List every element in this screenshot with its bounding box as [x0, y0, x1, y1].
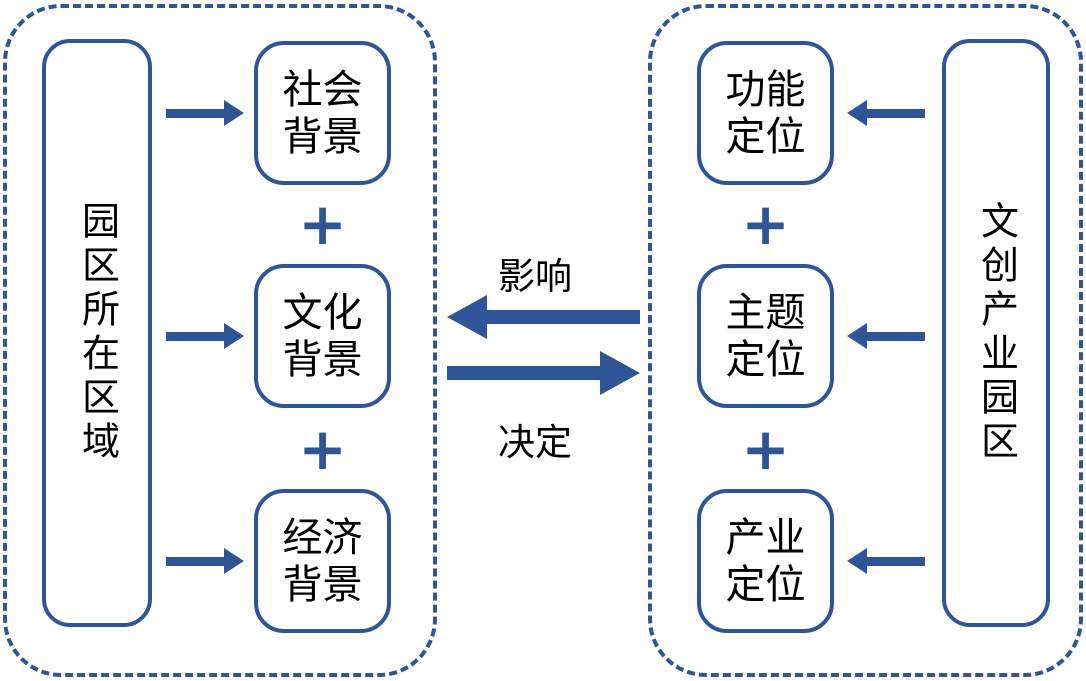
- arrow-stem: [867, 557, 925, 566]
- arrow-park-to-theme-icon: [847, 323, 925, 349]
- arrow-park-to-function-icon: [847, 100, 925, 126]
- arrow-stem: [166, 109, 224, 118]
- arrow-stem: [166, 332, 224, 341]
- arrow-stem: [487, 310, 640, 324]
- industry-positioning-box: 产业 定位: [697, 489, 834, 633]
- cultural-background-box: 文化 背景: [254, 264, 391, 408]
- decide-label: 决定: [498, 423, 572, 464]
- arrow-head: [224, 548, 244, 574]
- arrow-park-to-industry-icon: [847, 548, 925, 574]
- arrow-region-to-social-icon: [166, 100, 244, 126]
- influence-arrow-left-icon: [447, 295, 640, 339]
- arrow-head: [847, 548, 867, 574]
- arrow-head: [224, 323, 244, 349]
- economic-background-box: 经济 背景: [254, 489, 391, 633]
- plus-sign: +: [741, 190, 790, 258]
- arrow-head: [447, 295, 487, 339]
- park-region-source-box: 园区所在区域: [42, 39, 152, 627]
- plus-sign: +: [741, 415, 790, 483]
- social-background-label: 社会 背景: [282, 67, 363, 159]
- right-park-group-container: [648, 4, 1083, 677]
- arrow-stem: [867, 332, 925, 341]
- arrow-head: [224, 100, 244, 126]
- function-positioning-label: 功能 定位: [725, 67, 806, 159]
- plus-sign: +: [298, 415, 347, 483]
- function-positioning-box: 功能 定位: [697, 41, 834, 185]
- arrow-head: [847, 323, 867, 349]
- arrow-head: [847, 100, 867, 126]
- cultural-background-label: 文化 背景: [282, 290, 363, 382]
- arrow-region-to-culture-icon: [166, 323, 244, 349]
- park-region-label: 园区所在区域: [75, 201, 118, 465]
- theme-positioning-box: 主题 定位: [697, 264, 834, 408]
- cultural-industry-park-box: 文创产业园区: [942, 39, 1050, 627]
- arrow-stem: [447, 366, 600, 380]
- social-background-box: 社会 背景: [254, 41, 391, 185]
- industry-positioning-label: 产业 定位: [725, 515, 806, 607]
- arrow-region-to-economy-icon: [166, 548, 244, 574]
- arrow-stem: [867, 109, 925, 118]
- economic-background-label: 经济 背景: [282, 515, 363, 607]
- arrow-head: [600, 351, 640, 395]
- arrow-stem: [166, 557, 224, 566]
- left-region-group-container: [3, 4, 437, 677]
- cultural-industry-park-label: 文创产业园区: [974, 201, 1017, 465]
- theme-positioning-label: 主题 定位: [725, 290, 806, 382]
- decide-arrow-right-icon: [447, 351, 640, 395]
- plus-sign: +: [298, 190, 347, 258]
- influence-label: 影响: [498, 257, 572, 298]
